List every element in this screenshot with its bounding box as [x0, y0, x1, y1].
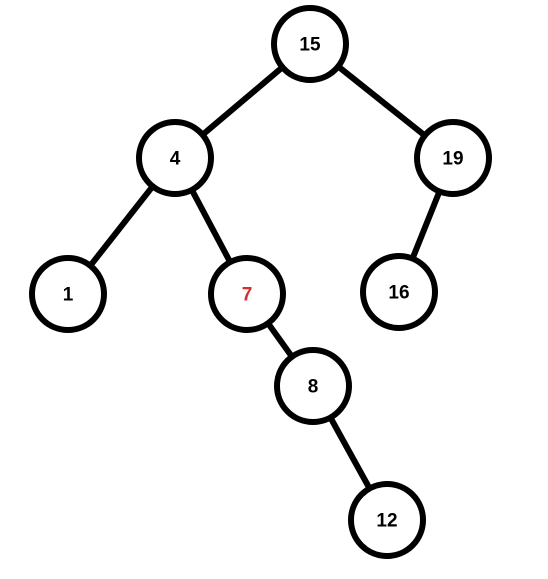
node-label: 1 — [63, 285, 74, 306]
node-label: 7 — [242, 285, 253, 306]
tree-node-12: 12 — [348, 481, 426, 559]
node-circle — [208, 255, 286, 333]
node-circle — [348, 481, 426, 559]
node-circle — [360, 253, 438, 331]
edge-n15-n4 — [200, 64, 285, 138]
tree-node-1: 1 — [29, 255, 107, 333]
node-circle — [136, 119, 214, 197]
nodes-layer: 15 4 19 1 7 16 8 12 — [29, 5, 492, 559]
tree-node-19: 19 — [414, 119, 492, 197]
node-label: 4 — [170, 149, 181, 170]
node-label: 8 — [308, 377, 319, 398]
tree-node-8: 8 — [274, 347, 352, 425]
tree-node-4: 4 — [136, 119, 214, 197]
edges-layer — [87, 64, 443, 490]
edge-n4-n1 — [87, 184, 156, 268]
node-label: 12 — [376, 511, 397, 532]
node-circle — [274, 347, 352, 425]
tree-node-7: 7 — [208, 255, 286, 333]
node-label: 15 — [299, 35, 321, 56]
edge-n19-n16 — [409, 190, 443, 260]
node-circle — [29, 255, 107, 333]
edge-n4-n7 — [189, 188, 233, 264]
tree-node-15: 15 — [271, 5, 349, 83]
node-circle — [271, 5, 349, 83]
node-label: 16 — [388, 283, 409, 304]
node-circle — [414, 119, 492, 197]
node-label: 19 — [442, 149, 463, 170]
edge-n7-n8 — [265, 321, 295, 359]
tree-node-16: 16 — [360, 253, 438, 331]
edge-n8-n12 — [327, 416, 373, 490]
edge-n15-n19 — [336, 64, 427, 138]
